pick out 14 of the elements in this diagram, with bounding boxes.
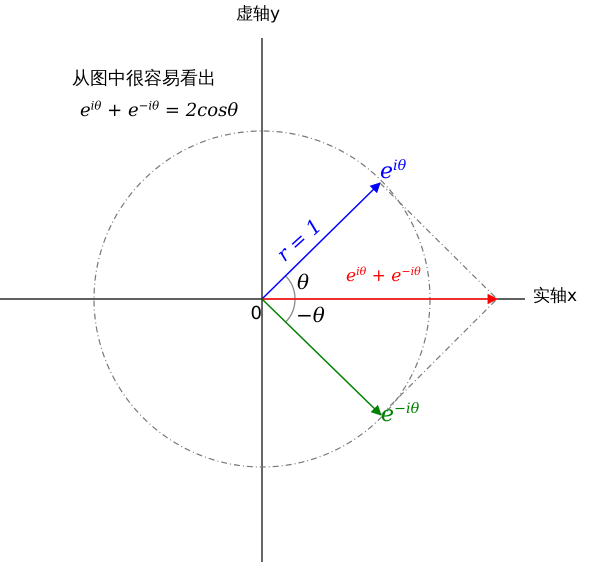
point-label: e$^{−iθ}$ (381, 404, 420, 426)
note-text: 从图中很容易看出 (72, 70, 216, 88)
origin-label: 0 (250, 305, 262, 323)
axis-label: 虚轴y (236, 6, 280, 23)
arrow (262, 294, 498, 304)
angle-label: θ (297, 272, 310, 292)
arrow (261, 298, 382, 416)
dashed-line (380, 298, 498, 416)
angle-label: −θ (296, 305, 325, 325)
arrow (261, 182, 381, 300)
point-label: e$^{iθ}$ (380, 161, 406, 183)
dashed-line (380, 182, 498, 300)
axis-label: 实轴x (533, 288, 578, 305)
formula-text: e$^{iθ}$ + e$^{−iθ}$ = 2cosθ (80, 102, 238, 120)
